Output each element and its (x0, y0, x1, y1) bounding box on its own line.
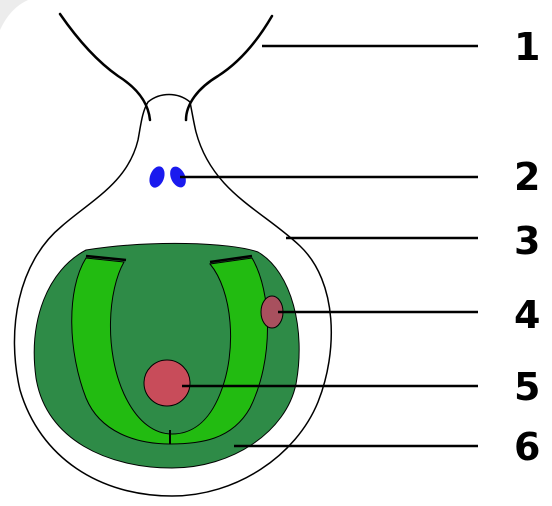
callout-label-3: 3 (514, 219, 540, 263)
callout-label-6: 6 (514, 425, 540, 469)
flagellum-right (186, 16, 272, 120)
callout-label-2: 2 (514, 155, 540, 199)
callout-label-1: 1 (514, 25, 540, 69)
flagellum-left (60, 14, 150, 120)
nucleus (144, 360, 190, 406)
callout-label-5: 5 (514, 365, 540, 409)
callout-label-4: 4 (514, 293, 540, 337)
corner-shade (0, 0, 28, 30)
